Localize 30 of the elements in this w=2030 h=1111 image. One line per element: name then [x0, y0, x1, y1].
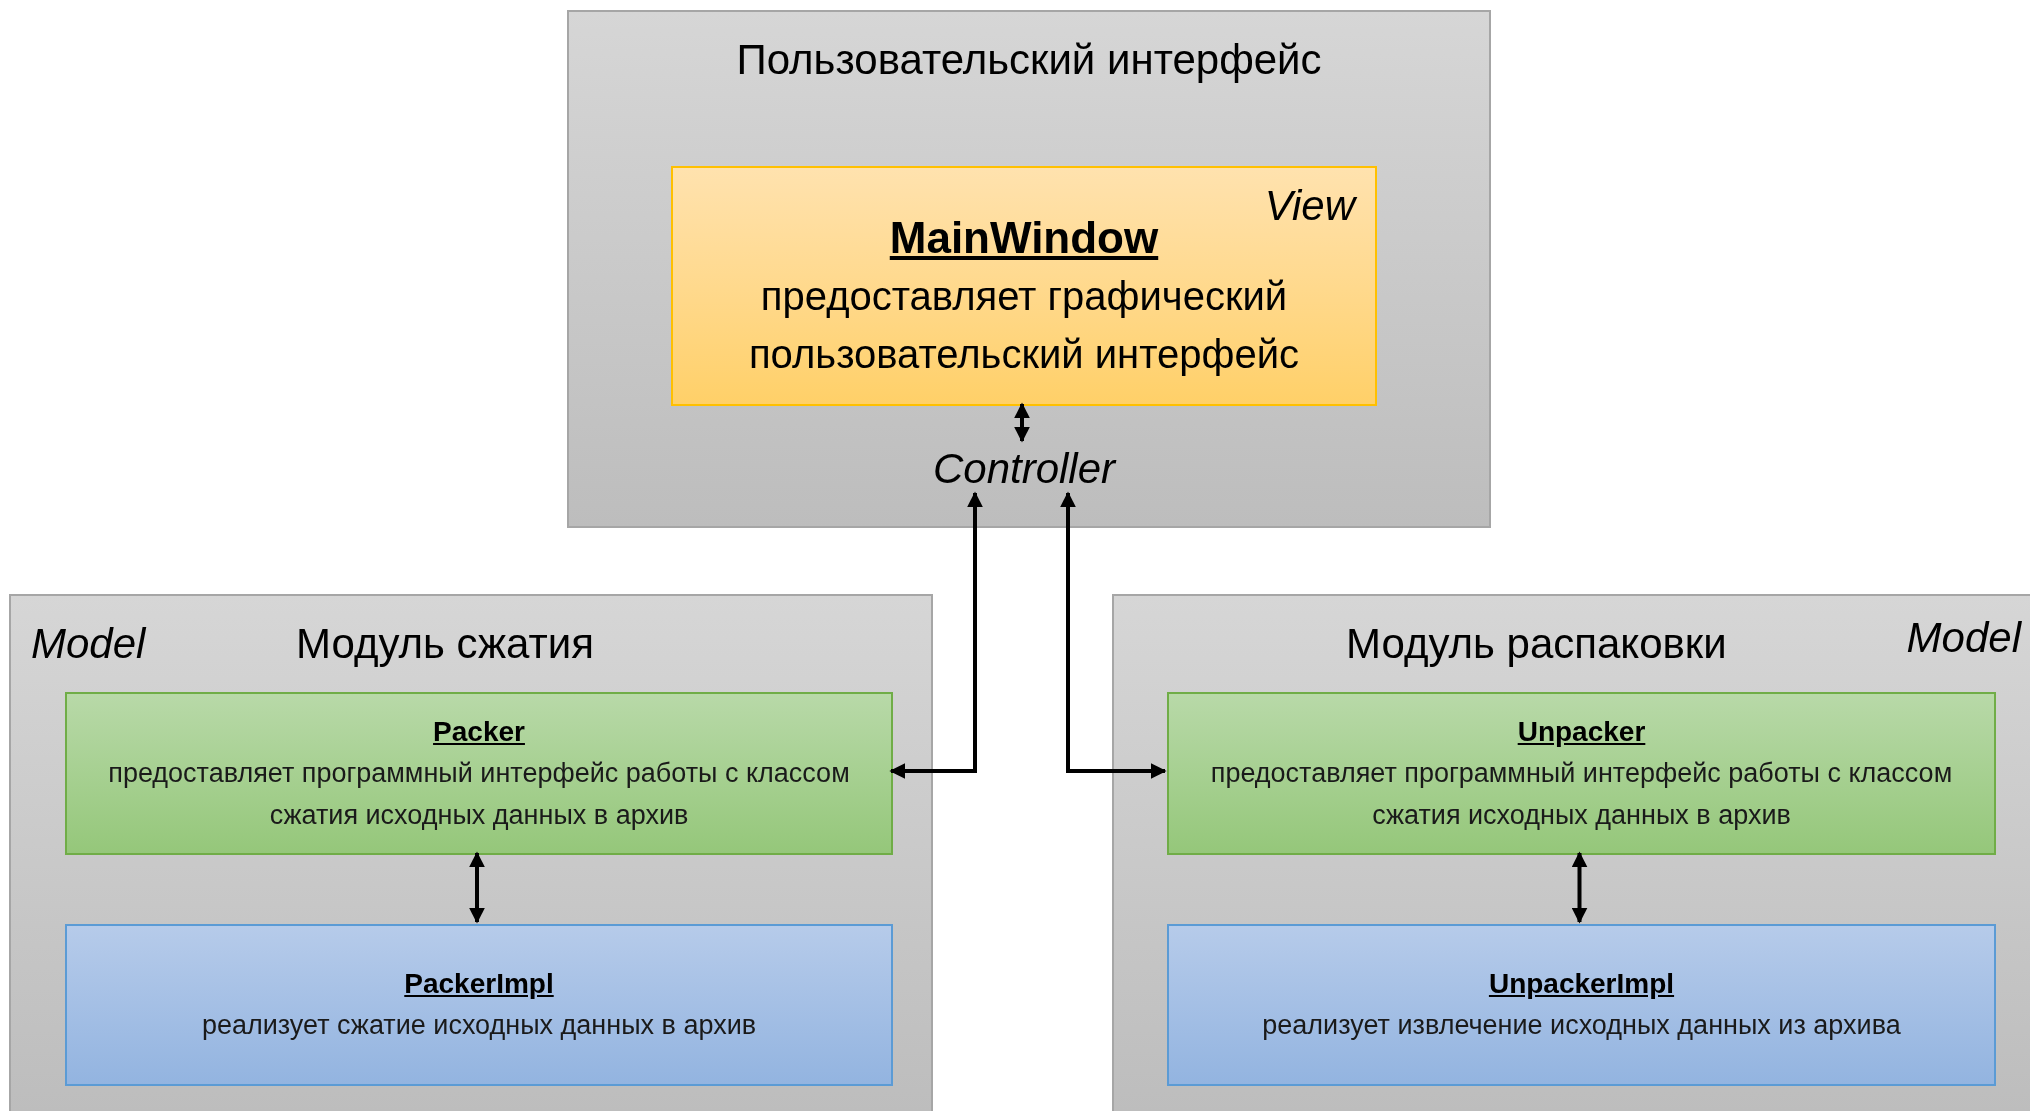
class-box	[65, 924, 893, 1086]
class-name: Unpacker	[1517, 714, 1646, 749]
controller-label: Controller	[932, 444, 1116, 494]
class-name: MainWindow	[889, 212, 1159, 264]
panel-title: Модуль распаковки	[1346, 619, 1727, 669]
class-name: Packer	[433, 714, 525, 749]
class-description: реализует сжатие исходных данных в архив	[200, 1009, 758, 1042]
class-box	[671, 166, 1377, 406]
role-label: View	[1264, 181, 1355, 231]
module-panel	[1112, 594, 2030, 1111]
class-name: PackerImpl	[404, 967, 554, 1001]
connector-arrow	[889, 491, 983, 779]
connector-arrow	[469, 851, 485, 924]
class-description: предоставляет графический пользовательский интерфейс	[747, 273, 1301, 378]
class-description: предоставляет программный интерфейс работы с классом сжатия исходных данных в архив	[1209, 756, 1954, 832]
role-label: Model	[31, 619, 146, 669]
role-label: Model	[1906, 613, 2021, 663]
class-description: предоставляет программный интерфейс работы с классом сжатия исходных данных в архив	[107, 756, 851, 832]
class-box	[65, 692, 893, 855]
panel-title: Модуль сжатия	[296, 619, 594, 669]
class-box	[1167, 924, 1996, 1086]
class-box	[1167, 692, 1996, 855]
module-panel	[567, 10, 1491, 528]
class-name: UnpackerImpl	[1488, 967, 1675, 1001]
module-panel	[9, 594, 933, 1111]
connector-arrow	[1060, 491, 1167, 779]
panel-title: Пользовательский интерфейс	[735, 35, 1323, 85]
connector-arrow	[1014, 402, 1030, 443]
connector-arrow	[1571, 851, 1588, 924]
class-description: реализует извлечение исходных данных из архива	[1261, 1009, 1902, 1042]
